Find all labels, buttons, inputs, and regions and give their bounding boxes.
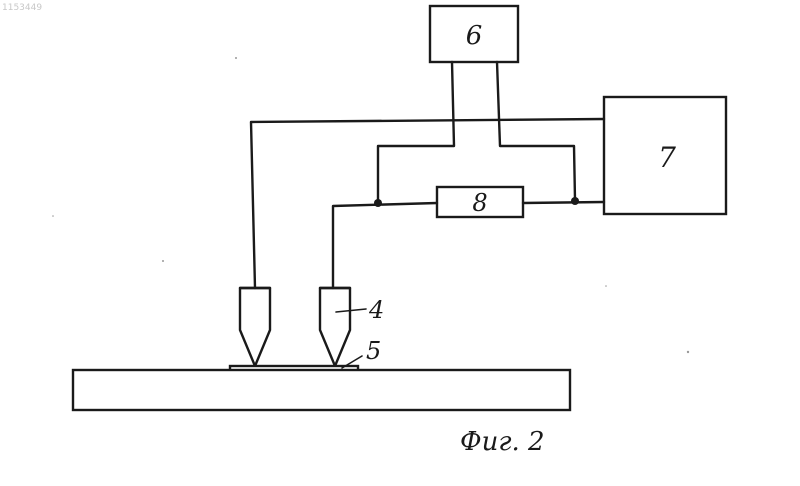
block-6-label: 6 [466,21,483,51]
scan-speck [235,57,237,59]
wire-8-to-7 [523,202,604,203]
scan-speck [605,285,607,287]
probe-4-body [320,288,350,366]
figure-caption: Фиг. 2 [460,427,545,457]
junction-right [571,197,579,205]
callout-5-label: 5 [366,337,381,365]
block-8-label: 8 [472,189,487,217]
left-probe-body [240,288,270,366]
document-number-stamp: 1153449 [2,3,42,13]
probe-4 [320,288,350,366]
wire-6-right-lead [497,62,575,200]
base-plate [73,370,570,410]
callout-4: 4 [336,296,384,324]
callout-5: 5 [342,337,381,368]
scan-speck [162,260,164,262]
block-7: 7 [604,97,726,214]
block-8: 8 [437,187,523,217]
block-7-label: 7 [658,141,676,174]
scan-speck [687,351,689,353]
scan-speck [52,215,54,217]
wire-probe-4-to-8 [333,203,437,288]
wire-6-left-lead [378,62,454,200]
wiring [251,62,604,288]
block-6: 6 [430,6,518,62]
junction-left [374,199,382,207]
callout-4-label: 4 [368,296,384,324]
left-probe [240,288,270,366]
